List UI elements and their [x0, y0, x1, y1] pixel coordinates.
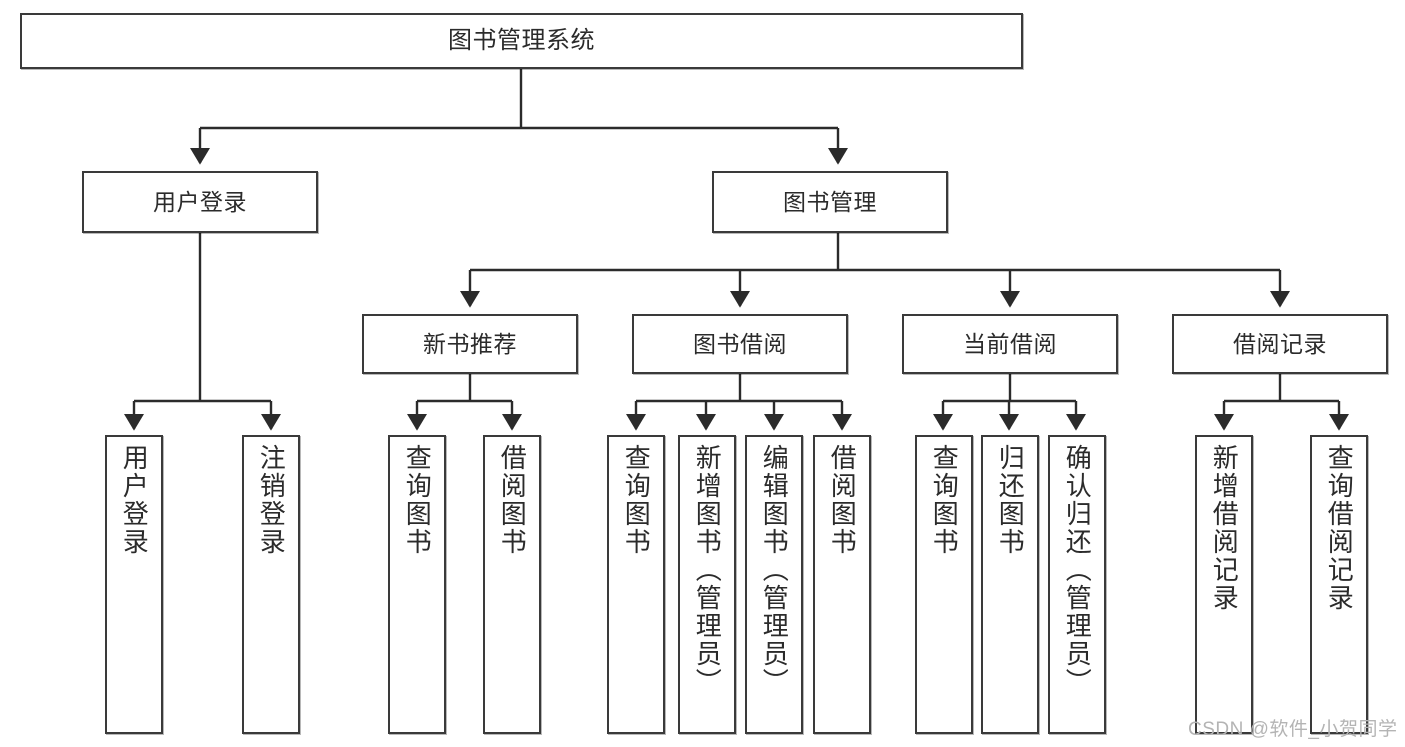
node-label: 新书推荐: [423, 330, 517, 357]
leaf-logout-login[interactable]: 注销登录: [242, 435, 300, 734]
node-label: 新增借阅记录: [1209, 444, 1240, 612]
node-label: 图书管理系统: [448, 27, 595, 54]
leaf-add-borrow-record[interactable]: 新增借阅记录: [1195, 435, 1253, 734]
leaf-add-book-admin[interactable]: 新增图书（管理员）: [678, 435, 736, 734]
node-label: 注销登录: [256, 444, 287, 556]
leaf-user-login[interactable]: 用户登录: [105, 435, 163, 734]
node-label: 借阅记录: [1233, 330, 1327, 357]
node-label: 图书管理: [783, 188, 877, 215]
node-new-book-recommend[interactable]: 新书推荐: [362, 314, 578, 374]
leaf-return-book[interactable]: 归还图书: [981, 435, 1039, 734]
node-label: 用户登录: [119, 444, 150, 556]
node-label: 新增图书（管理员）: [692, 444, 723, 696]
leaf-borrow-book[interactable]: 借阅图书: [813, 435, 871, 734]
leaf-query-book-recommend[interactable]: 查询图书: [388, 435, 446, 734]
node-label: 查询借阅记录: [1324, 444, 1355, 612]
leaf-query-book-borrow[interactable]: 查询图书: [607, 435, 665, 734]
node-label: 图书借阅: [693, 330, 787, 357]
node-label: 查询图书: [402, 444, 433, 556]
node-current-borrow[interactable]: 当前借阅: [902, 314, 1118, 374]
node-label: 查询图书: [621, 444, 652, 556]
node-label: 归还图书: [995, 444, 1026, 556]
node-label: 当前借阅: [963, 330, 1057, 357]
node-book-management-system[interactable]: 图书管理系统: [20, 13, 1023, 69]
node-book-borrow[interactable]: 图书借阅: [632, 314, 848, 374]
leaf-query-borrow-record[interactable]: 查询借阅记录: [1310, 435, 1368, 734]
node-label: 确认归还（管理员）: [1062, 444, 1093, 696]
node-label: 用户登录: [153, 188, 247, 215]
node-book-management[interactable]: 图书管理: [712, 171, 948, 233]
leaf-query-book-current[interactable]: 查询图书: [915, 435, 973, 734]
csdn-watermark: CSDN @软件_小贺同学: [1188, 719, 1398, 740]
node-borrow-records[interactable]: 借阅记录: [1172, 314, 1388, 374]
leaf-borrow-book-recommend[interactable]: 借阅图书: [483, 435, 541, 734]
leaf-edit-book-admin[interactable]: 编辑图书（管理员）: [745, 435, 803, 734]
node-label: 查询图书: [929, 444, 960, 556]
node-label: 借阅图书: [827, 444, 858, 556]
node-label: 借阅图书: [497, 444, 528, 556]
node-user-login[interactable]: 用户登录: [82, 171, 318, 233]
node-label: 编辑图书（管理员）: [759, 444, 790, 696]
leaf-confirm-return-admin[interactable]: 确认归还（管理员）: [1048, 435, 1106, 734]
